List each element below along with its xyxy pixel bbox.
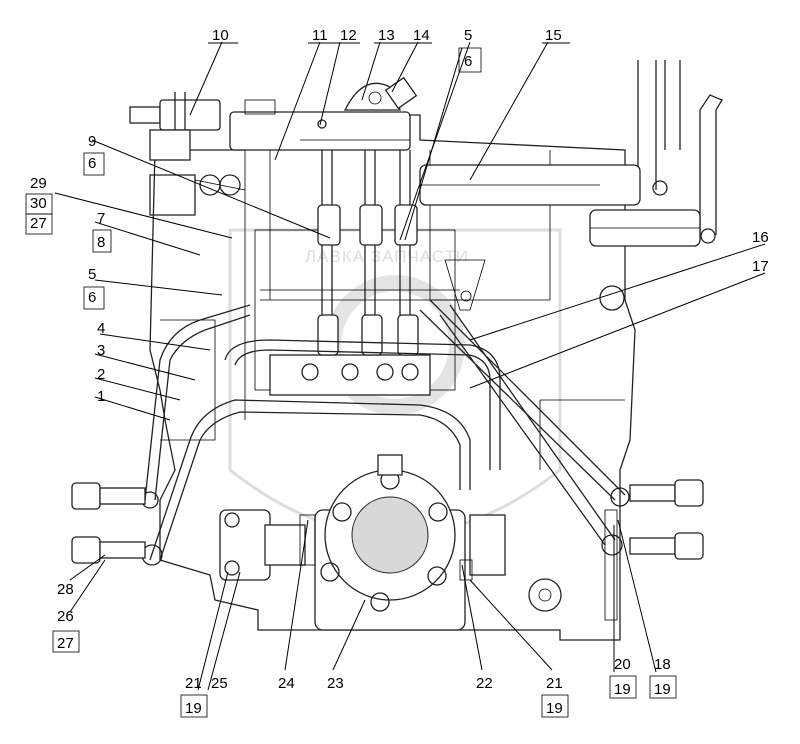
callout-19-right-a: 19	[614, 681, 631, 698]
callout-17: 17	[752, 258, 769, 275]
callout-30: 30	[30, 195, 47, 212]
right-hoses	[419, 60, 723, 247]
callout-14: 14	[413, 27, 430, 44]
callout-1: 1	[97, 388, 105, 405]
callout-22: 22	[476, 675, 493, 692]
hydraulic-pipes	[141, 299, 630, 566]
callout-3: 3	[97, 342, 105, 359]
top-cylinder	[229, 99, 411, 151]
callout-4: 4	[97, 320, 105, 337]
callout-25: 25	[211, 675, 228, 692]
callout-28: 28	[57, 581, 74, 598]
callout-29: 29	[30, 175, 47, 192]
callout-21-right: 21	[546, 675, 563, 692]
pump-flange	[219, 454, 506, 631]
callout-10: 10	[212, 27, 229, 44]
callout-7: 7	[97, 210, 105, 227]
callout-19-left: 19	[185, 700, 202, 717]
callout-26: 26	[57, 608, 74, 625]
callout-11: 11	[312, 27, 328, 44]
callout-6-left-b: 6	[88, 289, 96, 306]
callout-27-left-b: 27	[57, 635, 74, 652]
callout-6-left-a: 6	[88, 155, 96, 172]
callout-23: 23	[327, 675, 344, 692]
right-fittings	[604, 479, 704, 621]
callout-21-left: 21	[185, 675, 202, 692]
callout-19-right-b: 19	[654, 681, 671, 698]
left-fittings	[71, 482, 146, 564]
callout-13: 13	[378, 27, 395, 44]
callout-2: 2	[97, 366, 105, 383]
callout-19-center: 19	[546, 700, 563, 717]
breather-cap	[343, 76, 418, 111]
watermark-text: ЛАВКА ЗАПЧАСТИ	[305, 247, 469, 266]
callout-24: 24	[278, 675, 295, 692]
callout-5-left: 5	[88, 266, 96, 283]
callout-18: 18	[654, 656, 671, 673]
callout-8: 8	[97, 234, 105, 251]
callout-27-left-a: 27	[30, 215, 47, 232]
callout-16: 16	[752, 229, 769, 246]
valve-block	[260, 150, 460, 396]
callout-12: 12	[340, 27, 357, 44]
left-spool	[129, 92, 246, 216]
callout-9: 9	[88, 133, 96, 150]
callout-15: 15	[545, 27, 562, 44]
callout-20: 20	[614, 656, 631, 673]
callout-6-top: 6	[464, 53, 472, 70]
leader-lines	[54, 41, 766, 691]
callout-5-top: 5	[464, 27, 472, 44]
callouts: 10 11 12 13 14 5 6 15 9 6 29 30 27 7 8 5…	[25, 27, 769, 718]
